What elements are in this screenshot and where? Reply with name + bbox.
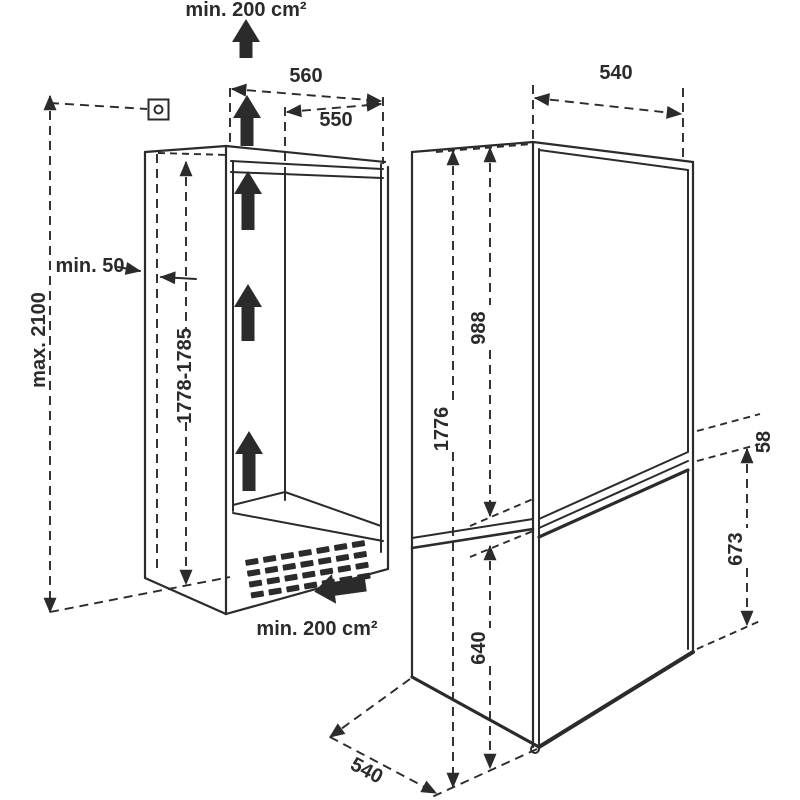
dim-label-vent-top: min. 200 cm²	[185, 0, 307, 21]
side-divider-line-1	[411, 518, 534, 539]
dim-line-540-top	[533, 93, 683, 119]
dim-ref-niche-top	[157, 152, 229, 156]
niche-top-rail-2	[230, 171, 384, 179]
dim-ref-988-bottom	[469, 498, 534, 527]
airflow-arrow-icon	[233, 95, 261, 146]
airflow-arrow-icon	[235, 431, 263, 491]
niche-floor-back-right	[284, 491, 382, 527]
dim-ref-988-top	[472, 143, 533, 150]
dim-line-550	[285, 98, 383, 118]
niche-top-edge	[224, 144, 387, 164]
dim-label-540-top: 540	[599, 62, 632, 84]
side-divider-line-2	[410, 527, 535, 550]
dim-ref-58-top	[696, 413, 761, 432]
appliance-side-bottom-edge	[410, 675, 541, 749]
dim-label-550: 550	[319, 109, 352, 131]
niche-wall-top-edge	[143, 144, 228, 154]
dim-line-560	[230, 83, 383, 107]
niche-top-rail-1	[230, 160, 384, 170]
dim-ref-outlet	[49, 102, 148, 110]
dim-line-540-bottom	[329, 736, 438, 794]
dim-ref-58-bottom	[696, 443, 761, 462]
dim-label-max-2100: max. 2100	[28, 292, 50, 388]
power-outlet-icon	[147, 98, 170, 121]
niche-wall-bottom-edge	[143, 576, 228, 616]
dim-label-640: 640	[468, 631, 490, 664]
niche-drawing	[43, 19, 390, 616]
appliance-bottom-front-edge	[537, 650, 695, 749]
dim-ref-673-bottom	[696, 620, 761, 650]
niche-floor-front-edge	[232, 512, 384, 542]
dim-label-673: 673	[725, 532, 747, 565]
dim-ref-floor-extension	[431, 748, 538, 798]
dim-label-540-bottom: 540	[347, 753, 387, 788]
dim-ref-floor	[49, 576, 231, 613]
door-divider-bottom-line	[537, 468, 690, 539]
dim-label-niche-height: 1778-1785	[174, 328, 196, 424]
appliance-side-top-edge	[410, 140, 535, 154]
dim-label-1776: 1776	[431, 407, 453, 452]
dim-label-min-50: min. 50	[56, 255, 125, 277]
dim-arrow-min50-left	[117, 262, 142, 275]
appliance-door-top-edge	[538, 149, 689, 171]
dim-label-58: 58	[753, 431, 775, 453]
dim-arrow-min50-right	[159, 271, 197, 285]
dim-ref-540bottom-left	[328, 678, 411, 738]
airflow-arrow-into-grille-icon	[314, 573, 367, 604]
door-divider-mid-line	[538, 460, 689, 529]
appliance-foot-roller	[530, 744, 540, 754]
airflow-arrow-icon	[234, 171, 262, 230]
airflow-arrow-icon	[232, 19, 260, 58]
appliance-drawing	[328, 85, 761, 798]
dim-label-988: 988	[468, 311, 490, 344]
dim-label-560: 560	[289, 65, 322, 87]
appliance-front-top-edge	[531, 140, 695, 164]
niche-floor-back-left	[232, 491, 286, 506]
airflow-arrow-icon	[234, 284, 262, 341]
dim-label-vent-bottom: min. 200 cm²	[256, 618, 378, 640]
door-divider-top-line	[538, 451, 689, 520]
